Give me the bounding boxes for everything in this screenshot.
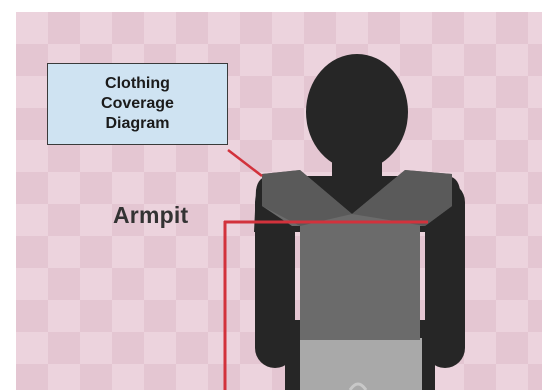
title-line-3: Diagram [101,114,174,134]
box-leader-line [228,150,262,176]
diagram-title-box: Clothing Coverage Diagram [47,63,228,145]
head [306,54,408,170]
title-line-2: Coverage [101,94,174,114]
title-line-1: Clothing [101,74,174,94]
armpit-label: Armpit [113,202,188,229]
lower-garment [300,338,422,390]
